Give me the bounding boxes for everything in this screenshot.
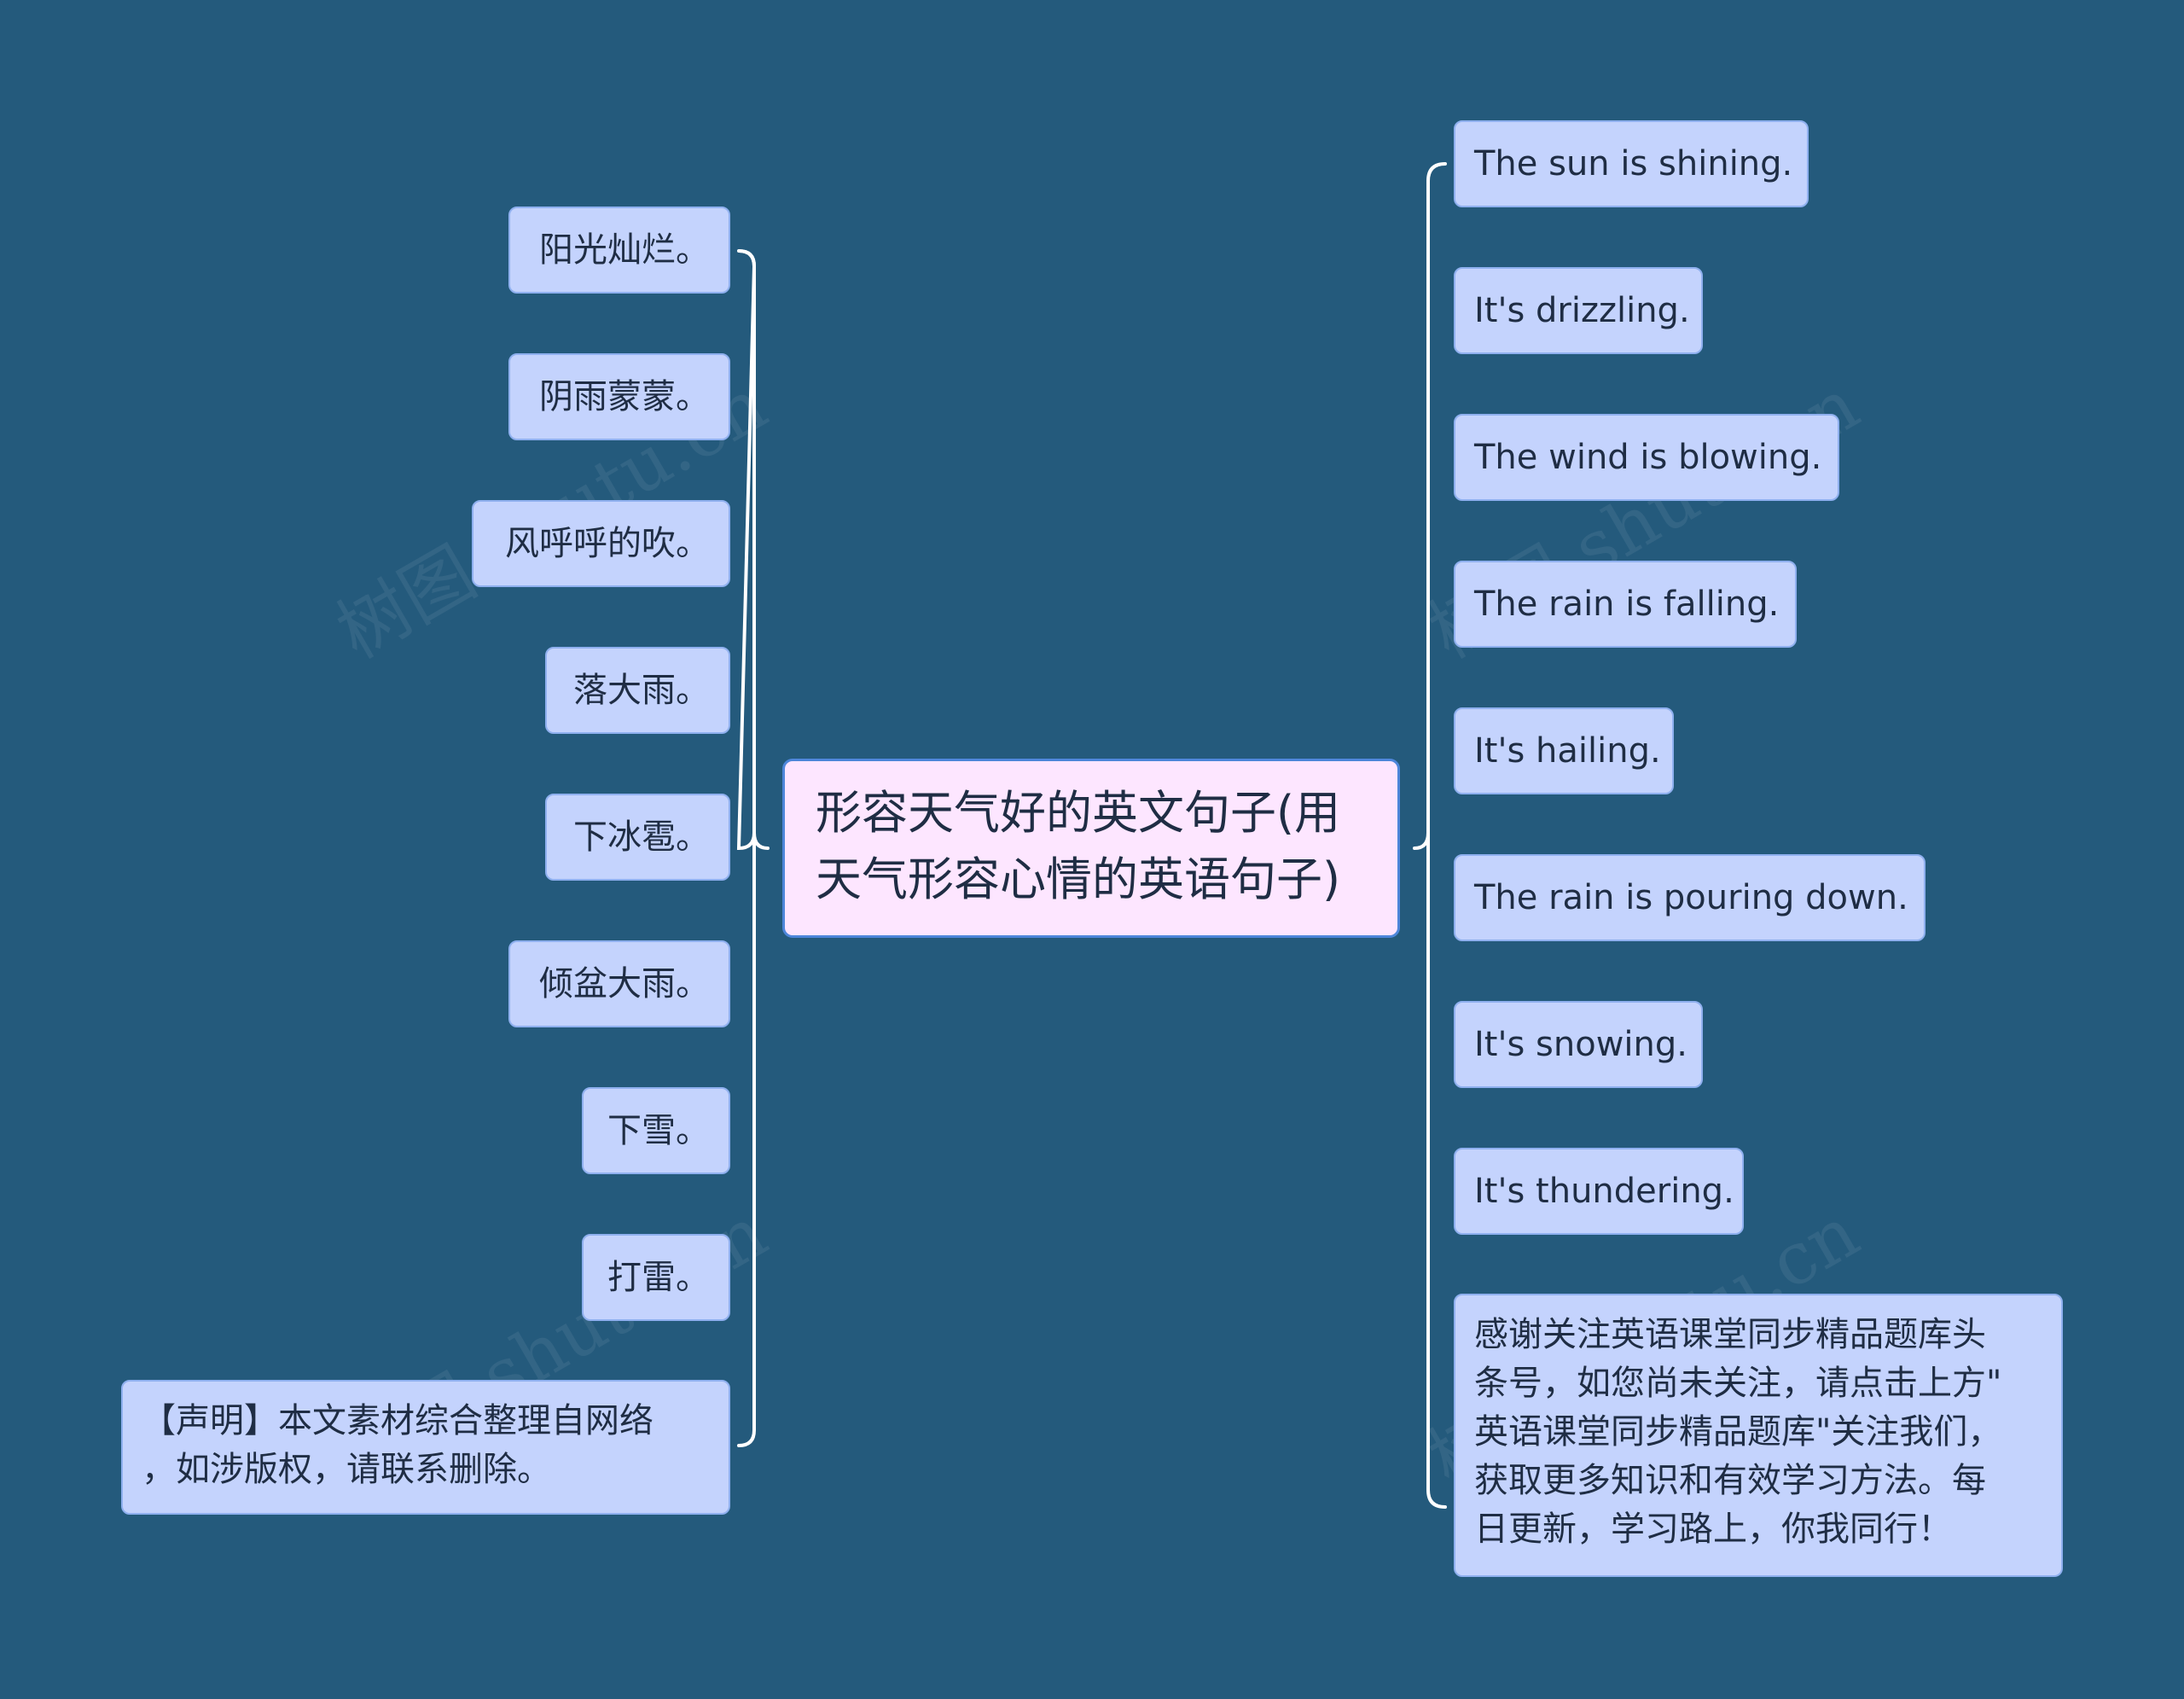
notice-line: 英语课堂同步精品题库"关注我们， [1474,1412,2002,1452]
node-label: 落大雨。 [573,671,710,710]
right-topic-node[interactable]: It's thundering. [1454,1148,1744,1235]
left-topic-node[interactable]: 阳光灿烂。 [508,207,730,294]
right-branch-spine [1413,162,1447,850]
right-notice-node[interactable]: 感谢关注英语课堂同步精品题库头 条号，如您尚未关注，请点击上方" 英语课堂同步精… [1454,1294,2063,1577]
right-topic-node[interactable]: The rain is falling. [1454,561,1797,648]
node-label: 打雷。 [607,1258,710,1297]
node-label: It's drizzling. [1474,291,1690,330]
right-topic-node[interactable]: It's hailing. [1454,707,1674,794]
node-label: It's hailing. [1474,731,1661,771]
node-label: 下冰雹。 [573,817,710,857]
notice-line: 条号，如您尚未关注，请点击上方" [1474,1364,2002,1403]
left-branch-spine-bottom [737,831,756,1447]
left-topic-node[interactable]: 下雪。 [582,1087,730,1174]
node-label: The sun is shining. [1474,144,1793,183]
right-branch-spine-bottom [1426,831,1447,1509]
notice-line: 获取更多知识和有效学习方法。每 [1474,1461,1986,1500]
central-topic-line: 天气形容心情的英语句子) [816,852,1341,906]
left-branch-spine [737,249,770,850]
node-label: 阳光灿烂。 [539,230,710,270]
central-topic-line: 形容天气好的英文句子(用 [816,786,1341,840]
node-label: The rain is pouring down. [1474,878,1908,917]
notice-line: ，如涉版权，请联系删除。 [142,1450,551,1489]
notice-line: 感谢关注英语课堂同步精品题库头 [1474,1315,1986,1354]
left-topic-node[interactable]: 风呼呼的吹。 [472,500,730,587]
right-topic-node[interactable]: It's drizzling. [1454,267,1703,354]
right-topic-node[interactable]: The sun is shining. [1454,120,1809,207]
right-topic-node[interactable]: It's snowing. [1454,1001,1703,1088]
notice-line: 【声明】本文素材综合整理自网络 [142,1401,653,1440]
left-topic-node[interactable]: 阴雨蒙蒙。 [508,353,730,440]
left-notice-node[interactable]: 【声明】本文素材综合整理自网络 ，如涉版权，请联系删除。 [121,1380,730,1515]
node-label: 阴雨蒙蒙。 [539,377,710,416]
left-topic-node[interactable]: 打雷。 [582,1234,730,1321]
central-topic[interactable]: 形容天气好的英文句子(用 天气形容心情的英语句子) [782,759,1400,938]
right-topic-node[interactable]: The wind is blowing. [1454,414,1839,501]
node-label: It's snowing. [1474,1025,1687,1064]
right-topic-node[interactable]: The rain is pouring down. [1454,854,1926,941]
node-label: 倾盆大雨。 [539,964,710,1004]
node-label: 下雪。 [607,1111,710,1150]
left-topic-node[interactable]: 下冰雹。 [545,794,730,881]
left-topic-node[interactable]: 倾盆大雨。 [508,940,730,1027]
notice-line: 日更新，学习路上，你我同行！ [1474,1510,1952,1549]
node-label: The wind is blowing. [1474,438,1822,477]
left-topic-node[interactable]: 落大雨。 [545,647,730,734]
node-label: 风呼呼的吹。 [505,524,710,563]
left-branch-connector [736,249,757,851]
node-label: The rain is falling. [1474,585,1780,624]
node-label: It's thundering. [1474,1172,1734,1211]
